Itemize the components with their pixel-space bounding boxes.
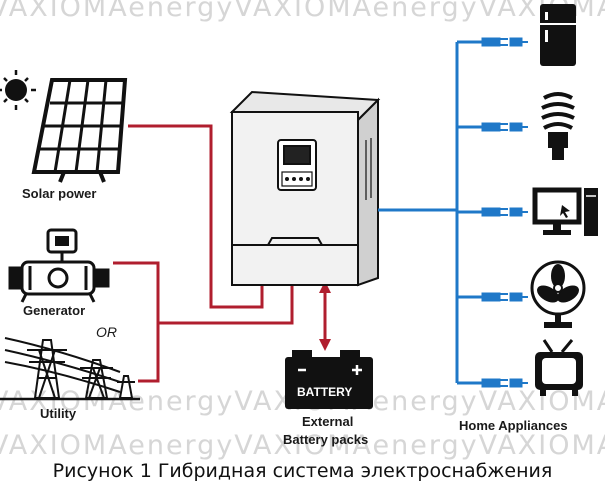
input-wires	[113, 124, 331, 383]
fan-icon	[530, 260, 586, 328]
lightbulb-icon	[541, 92, 575, 160]
solar-power-label: Solar power	[22, 186, 97, 201]
generator-icon	[8, 228, 110, 303]
home-appliances-label: Home Appliances	[459, 418, 568, 433]
battery-icon	[285, 350, 373, 409]
tv-icon	[535, 339, 583, 396]
watermark-bottom: VAXIOMAenergyVAXIOMAenergyVAXIOMA	[0, 430, 605, 461]
figure-caption: Рисунок 1 Гибридная система электроснабж…	[52, 460, 553, 482]
inverter-icon	[229, 90, 381, 287]
power-pylon-icon	[0, 337, 140, 401]
plug-icons	[481, 37, 528, 388]
fridge-icon	[540, 4, 576, 66]
battery-label-line2: Battery packs	[283, 432, 369, 447]
output-wires	[378, 40, 482, 385]
utility-label: Utility	[40, 406, 77, 421]
battery-text: BATTERY	[297, 385, 353, 399]
computer-icon	[532, 187, 598, 236]
watermark-top: VAXIOMAenergyVAXIOMAenergyVAXIOMA	[0, 0, 605, 23]
battery-label-line1: External	[302, 414, 354, 429]
solar-panel-icon	[31, 78, 128, 183]
sun-icon	[0, 70, 36, 110]
generator-label: Generator	[23, 303, 86, 318]
or-label: OR	[96, 324, 117, 340]
